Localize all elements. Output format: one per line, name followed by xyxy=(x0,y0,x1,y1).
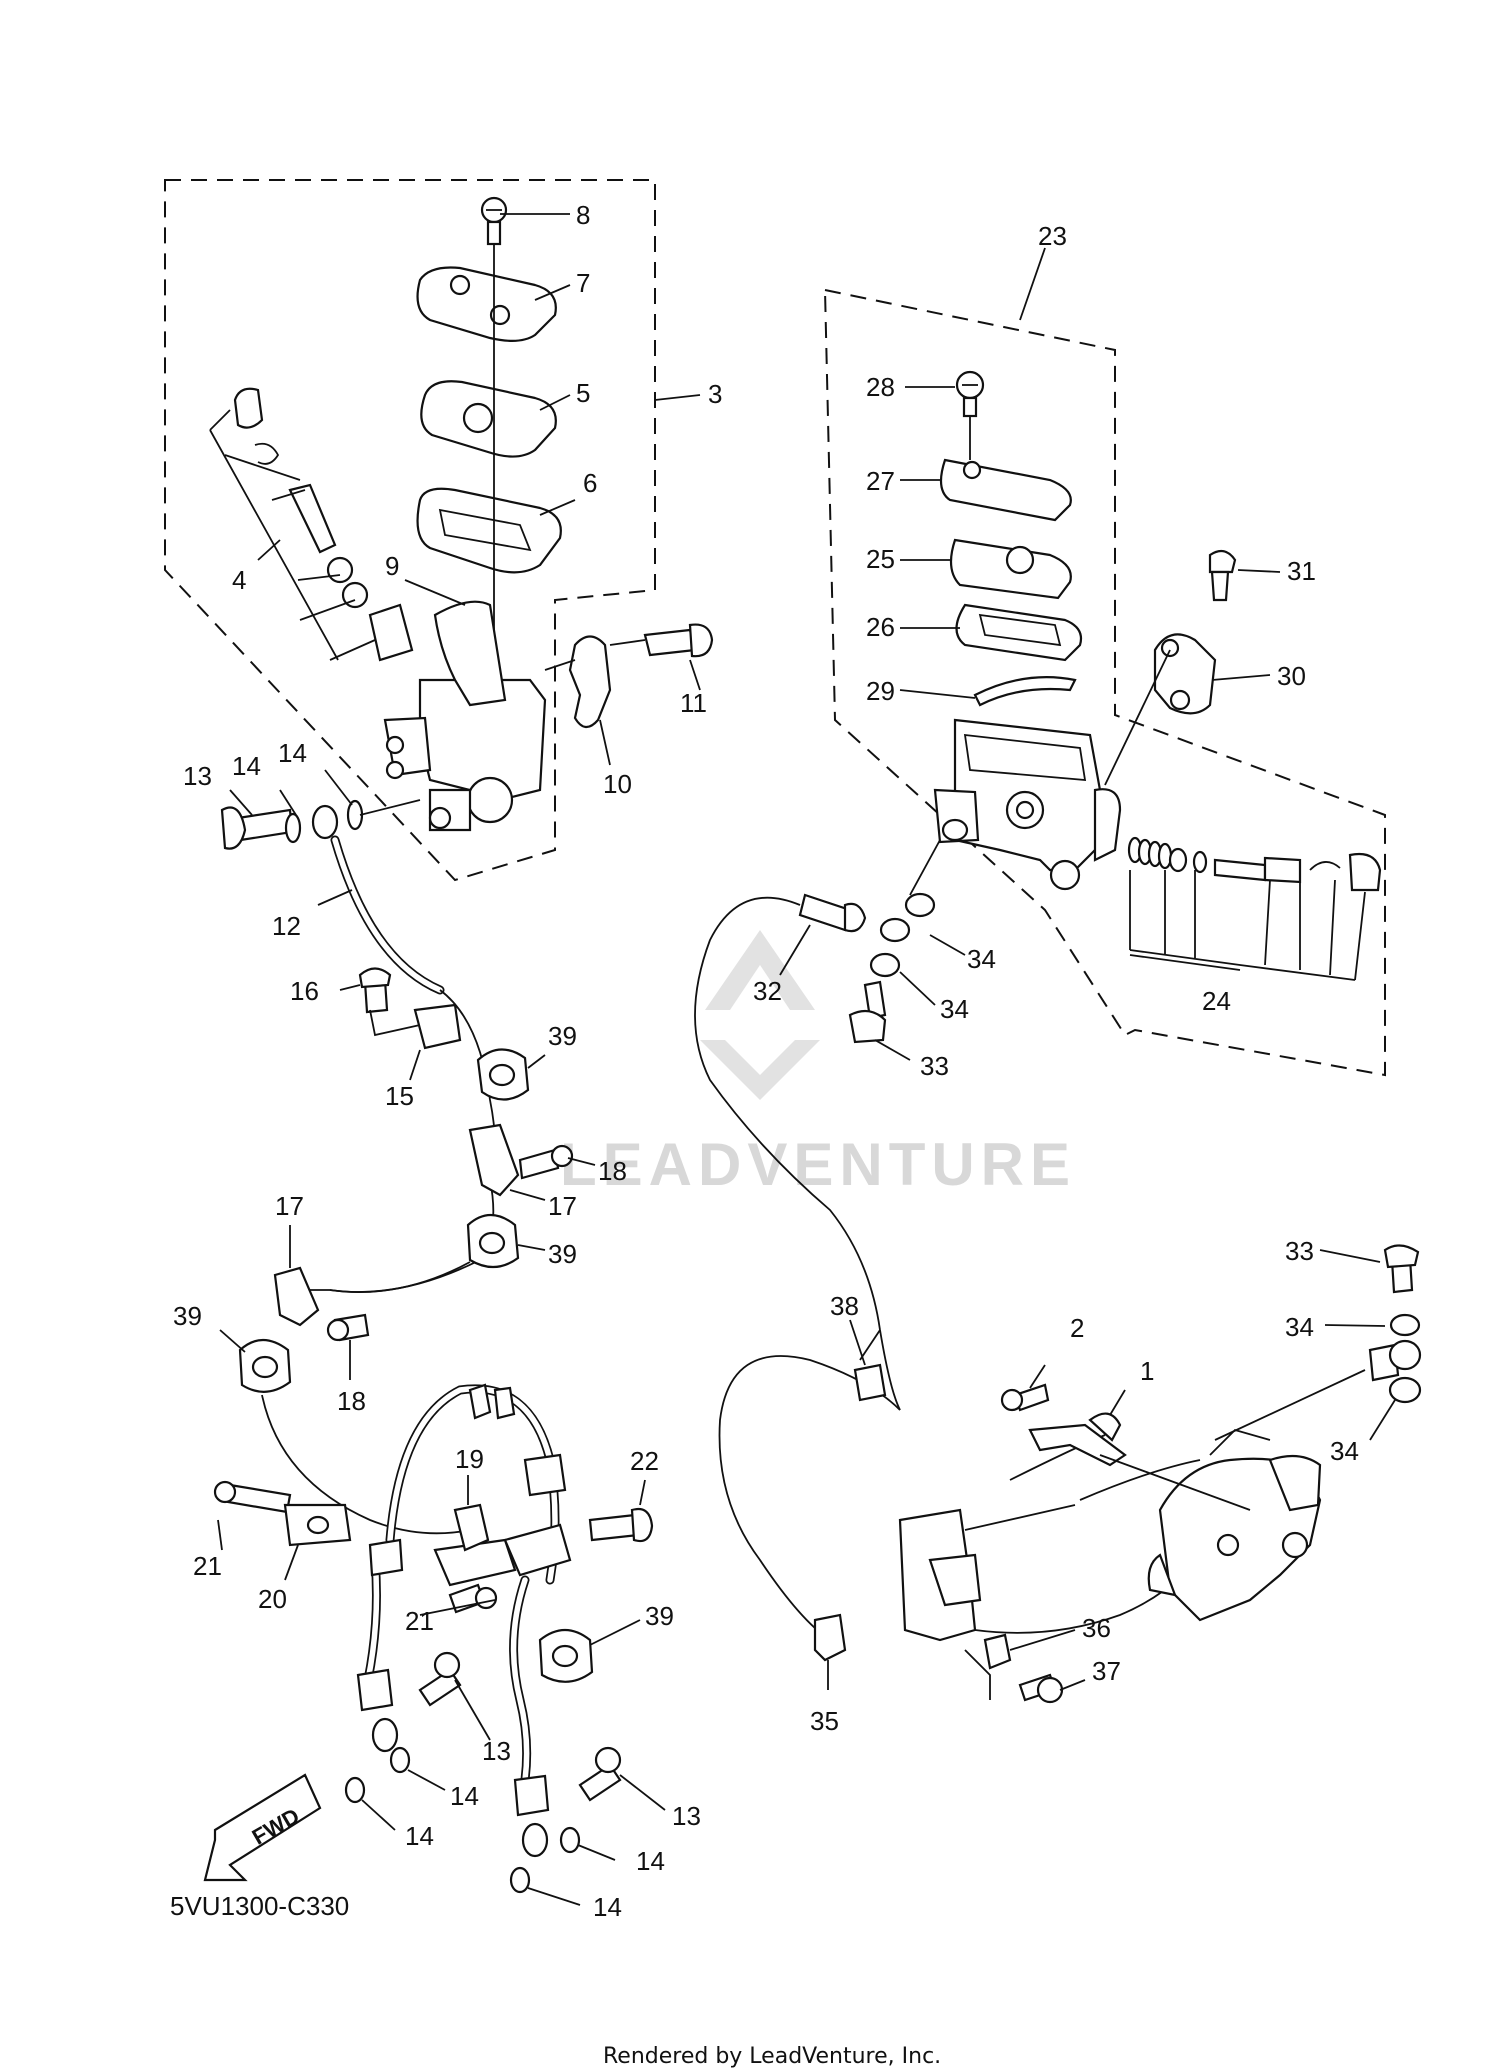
callout-36: 36 xyxy=(1082,1613,1111,1643)
clamp-20 xyxy=(283,1503,352,1581)
callout-23: 23 xyxy=(1038,221,1067,251)
callout-7: 7 xyxy=(576,268,590,298)
callout-4: 4 xyxy=(232,565,246,595)
fwd-arrow: FWD xyxy=(203,1773,322,1882)
render-credit: Rendered by LeadVenture, Inc. xyxy=(603,2044,941,2069)
callout-18: 18 xyxy=(337,1386,366,1416)
callout-34: 34 xyxy=(1285,1312,1314,1342)
callout-16: 16 xyxy=(290,976,319,1006)
clip-38 xyxy=(849,1319,887,1402)
hose-holder-17-18 xyxy=(468,1123,596,1201)
callout-6: 6 xyxy=(583,468,597,498)
callout-15: 15 xyxy=(385,1081,414,1111)
callout-14: 14 xyxy=(278,738,307,768)
callout-39: 39 xyxy=(548,1239,577,1269)
callout-37: 37 xyxy=(1092,1656,1121,1686)
callout-34: 34 xyxy=(940,994,969,1024)
bolt-36-37 xyxy=(964,1629,1086,1704)
part-code: 5VU1300-C330 xyxy=(170,1891,349,1921)
callout-17: 17 xyxy=(548,1191,577,1221)
callout-9: 9 xyxy=(385,551,399,581)
callout-13: 13 xyxy=(183,761,212,791)
brake-hose-lower-assembly xyxy=(356,1383,572,1858)
callout-19: 19 xyxy=(455,1444,484,1474)
watermark: LEADVENTURE xyxy=(560,930,1076,1198)
callout-14: 14 xyxy=(593,1892,622,1922)
bolt-13-lower-right xyxy=(509,1746,666,1906)
rear-master-cylinder-group xyxy=(823,247,1386,1077)
callout-13: 13 xyxy=(482,1736,511,1766)
callout-35: 35 xyxy=(810,1706,839,1736)
banjo-bolt-left-top xyxy=(220,769,421,850)
callout-labels: 8 7 3 5 6 4 9 11 10 13 14 14 12 16 15 39… xyxy=(173,200,1359,1922)
callout-38: 38 xyxy=(830,1291,859,1321)
callout-2: 2 xyxy=(1070,1313,1084,1343)
callout-30: 30 xyxy=(1277,661,1306,691)
callout-10: 10 xyxy=(603,769,632,799)
bolt-13-lower-left xyxy=(344,1651,491,1831)
bolt-22 xyxy=(588,1479,654,1543)
callout-13: 13 xyxy=(672,1801,701,1831)
callout-1: 1 xyxy=(1140,1356,1154,1386)
front-master-cylinder-group xyxy=(164,179,714,882)
hose-rear-caliper xyxy=(1214,1244,1422,1441)
callout-26: 26 xyxy=(866,612,895,642)
rear-caliper-assembly xyxy=(898,1428,1322,1642)
callout-39: 39 xyxy=(173,1301,202,1331)
callout-28: 28 xyxy=(866,372,895,402)
callout-20: 20 xyxy=(258,1584,287,1614)
callout-34: 34 xyxy=(967,944,996,974)
bolt-21-upper xyxy=(213,1480,292,1551)
callout-33: 33 xyxy=(1285,1236,1314,1266)
callout-21: 21 xyxy=(405,1606,434,1636)
bracket-1-2 xyxy=(1000,1364,1251,1511)
clamp-39-upper xyxy=(476,1048,546,1101)
clamp-39-lower xyxy=(538,1619,641,1683)
callout-18: 18 xyxy=(598,1156,627,1186)
callout-27: 27 xyxy=(866,466,895,496)
clip-35 xyxy=(813,1613,847,1690)
bolt-21-lower xyxy=(419,1583,498,1616)
callout-14: 14 xyxy=(450,1781,479,1811)
hose-guide-15-16 xyxy=(339,967,462,1081)
brake-hose-rear xyxy=(694,839,966,1641)
clamp-39-left xyxy=(219,1329,471,1535)
callout-33: 33 xyxy=(920,1051,949,1081)
watermark-text: LEADVENTURE xyxy=(560,1131,1076,1198)
callout-11: 11 xyxy=(680,688,707,718)
callout-14: 14 xyxy=(405,1821,434,1851)
callout-12: 12 xyxy=(272,911,301,941)
callout-32: 32 xyxy=(753,976,782,1006)
clamp-39-middle xyxy=(329,1213,546,1293)
callout-34: 34 xyxy=(1330,1436,1359,1466)
callout-14: 14 xyxy=(636,1846,665,1876)
callout-25: 25 xyxy=(866,544,895,574)
callout-8: 8 xyxy=(576,200,590,230)
brake-hose-upper-left xyxy=(300,835,496,1293)
callout-14: 14 xyxy=(232,751,261,781)
callout-39: 39 xyxy=(645,1601,674,1631)
callout-29: 29 xyxy=(866,676,895,706)
callout-31: 31 xyxy=(1287,556,1316,586)
callout-22: 22 xyxy=(630,1446,659,1476)
callout-21: 21 xyxy=(193,1551,222,1581)
callout-39: 39 xyxy=(548,1021,577,1051)
callout-17: 17 xyxy=(275,1191,304,1221)
callout-24: 24 xyxy=(1202,986,1231,1016)
callout-5: 5 xyxy=(576,378,590,408)
callout-3: 3 xyxy=(708,379,722,409)
hose-holder-17-lower xyxy=(273,1225,370,1380)
